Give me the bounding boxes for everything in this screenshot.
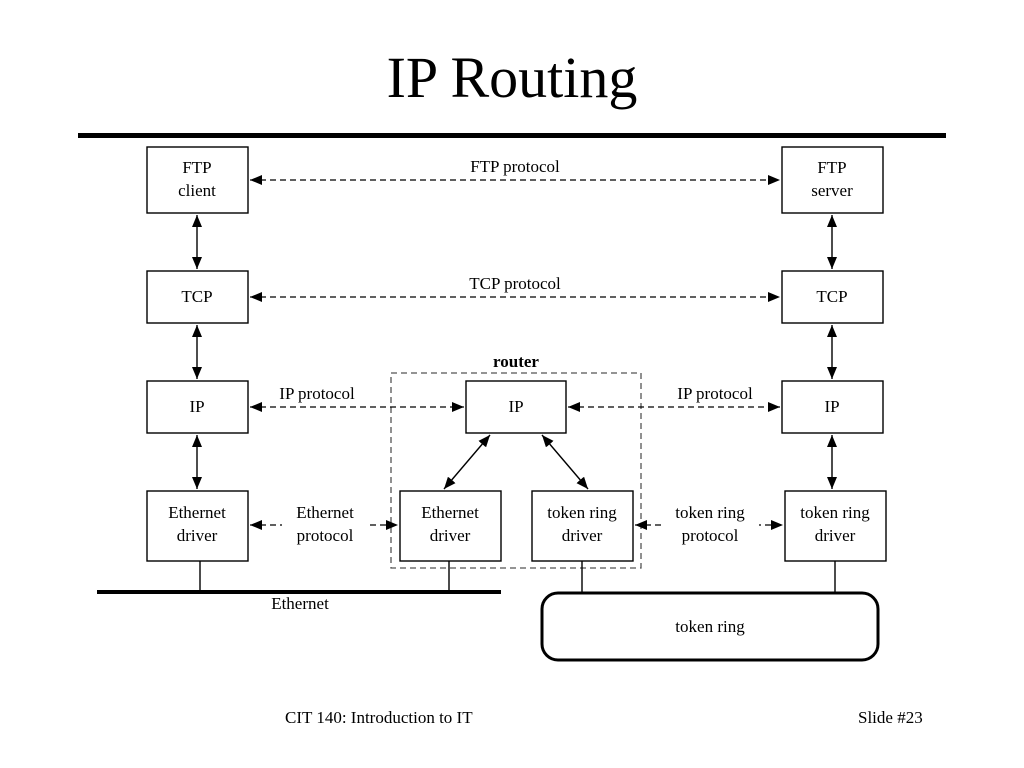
tcp-left-label: TCP (181, 287, 212, 306)
tcp-left-box: TCP (146, 270, 249, 324)
ip-protocol-right-label: IP protocol (677, 384, 753, 403)
ip-protocol-left-label: IP protocol (279, 384, 355, 403)
router-label: router (493, 352, 539, 371)
ethernet-bus-label: Ethernet (271, 594, 329, 613)
arrow-router-ip-trdriver (541, 434, 589, 490)
arrow-router-ip-ethdriver (443, 434, 491, 490)
token-ring-driver-router-label-2: driver (562, 526, 603, 545)
ftp-server-box: FTP server (781, 146, 884, 214)
footer-course: CIT 140: Introduction to IT (285, 708, 473, 727)
ftp-client-box: FTP client (146, 146, 249, 214)
ip-router-box: IP (465, 380, 567, 434)
token-ring-driver-right-box: token ring driver (784, 490, 887, 562)
tcp-protocol-label: TCP protocol (469, 274, 561, 293)
token-ring-driver-right-label-2: driver (815, 526, 856, 545)
ethernet-driver-left-box: Ethernet driver (146, 490, 249, 562)
token-ring-protocol-label-1: token ring (675, 503, 745, 522)
ftp-server-label-2: server (811, 181, 853, 200)
ftp-client-label-2: client (178, 181, 216, 200)
ftp-server-label-1: FTP (817, 158, 846, 177)
ip-left-box: IP (146, 380, 249, 434)
ip-right-box: IP (781, 380, 884, 434)
tcp-right-label: TCP (816, 287, 847, 306)
ethernet-protocol-label-1: Ethernet (296, 503, 354, 522)
ethernet-driver-left-label-2: driver (177, 526, 218, 545)
token-ring-network-label: token ring (675, 617, 745, 636)
ip-left-label: IP (189, 397, 204, 416)
ethernet-driver-router-label-2: driver (430, 526, 471, 545)
footer-slide-number: Slide #23 (858, 708, 923, 727)
ethernet-protocol-label-2: protocol (297, 526, 354, 545)
ip-right-label: IP (824, 397, 839, 416)
tcp-right-box: TCP (781, 270, 884, 324)
token-ring-driver-router-label-1: token ring (547, 503, 617, 522)
ethernet-driver-left-label-1: Ethernet (168, 503, 226, 522)
token-ring-protocol-label-2: protocol (682, 526, 739, 545)
ethernet-driver-router-label-1: Ethernet (421, 503, 479, 522)
router-enclosure (390, 372, 642, 569)
ftp-protocol-label: FTP protocol (470, 157, 560, 176)
ftp-client-label-1: FTP (182, 158, 211, 177)
token-ring-driver-right-label-1: token ring (800, 503, 870, 522)
slide-title: IP Routing (386, 45, 638, 110)
ip-router-label: IP (508, 397, 523, 416)
ethernet-driver-router-box: Ethernet driver (399, 490, 502, 562)
token-ring-network (540, 591, 880, 662)
title-divider (78, 133, 946, 138)
token-ring-driver-router-box: token ring driver (531, 490, 634, 562)
